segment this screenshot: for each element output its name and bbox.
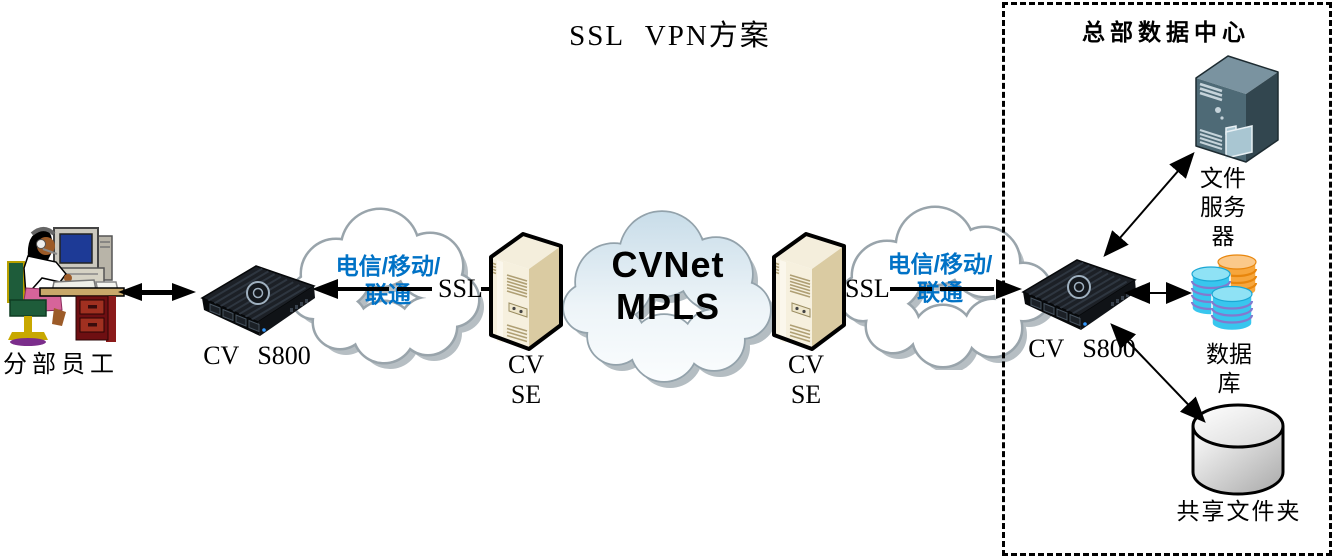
user-router-arrowhead-east [172, 283, 196, 301]
branch-router-label: CV S800 [203, 341, 311, 370]
ssl-label-left: SSL [438, 274, 483, 303]
database-label: 数据 库 [1191, 340, 1267, 398]
carrier-text-right: 电信/移动/ 联通 [874, 250, 1006, 306]
ssl-gateway-left-icon [489, 232, 563, 351]
carrier-text-right-line2: 联通 [917, 279, 963, 305]
router-fileserver-arrow [1103, 151, 1195, 258]
ssl-gateway-left-label: CV SE [507, 350, 545, 409]
datacenter-router-device-icon [1021, 259, 1137, 330]
shared-folder-label: 共享文件夹 [1176, 499, 1302, 524]
datacenter-title: 总部数据中心 [1082, 20, 1250, 45]
carrier-text-right-line1: 电信/移动/ [887, 251, 993, 277]
arrow-line-segment [336, 287, 389, 291]
shared-folder-icon [1191, 403, 1285, 496]
branch-user-label: 分部员工 [3, 352, 119, 378]
diagram-title: SSL VPN方案 [569, 20, 771, 52]
left-link-arrowhead-west [312, 279, 338, 299]
core-network-cloud-icon [562, 210, 776, 388]
right-link-arrowhead-east [996, 279, 1022, 299]
file-server-label-line2: 服务 [1200, 195, 1246, 220]
carrier-text-left-line1: 电信/移动/ [335, 253, 441, 279]
database-icon [1190, 254, 1258, 332]
core-network-text: CVNet MPLS [578, 244, 758, 328]
file-server-label-line3: 器 [1211, 224, 1235, 249]
branch-router-device-icon [200, 265, 316, 336]
carrier-text-left: 电信/移动/ 联通 [322, 252, 454, 308]
arrow-line-segment [140, 290, 174, 295]
datacenter-arrows [1103, 151, 1206, 423]
database-label-line1: 数据 [1206, 342, 1252, 367]
core-network-line2: MPLS [615, 286, 720, 327]
file-server-label: 文件 服务 器 [1185, 164, 1261, 251]
person-at-computer-icon [7, 227, 125, 346]
ssl-label-right: SSL [845, 274, 890, 303]
arrow-line-segment [940, 287, 994, 291]
arrow-line-segment [890, 287, 932, 291]
user-router-arrowhead-west [118, 283, 142, 301]
ssl-gateway-right-icon [772, 232, 846, 351]
file-server-label-line1: 文件 [1200, 166, 1246, 191]
database-label-line2: 库 [1217, 371, 1241, 396]
router-sharedfolder-arrow [1110, 323, 1206, 423]
core-network-line1: CVNet [611, 244, 725, 285]
ssl-gateway-right-label: CV SE [787, 350, 825, 409]
file-server-icon [1195, 55, 1279, 163]
arrow-line-segment [397, 287, 432, 291]
carrier-text-left-line2: 联通 [365, 281, 411, 307]
